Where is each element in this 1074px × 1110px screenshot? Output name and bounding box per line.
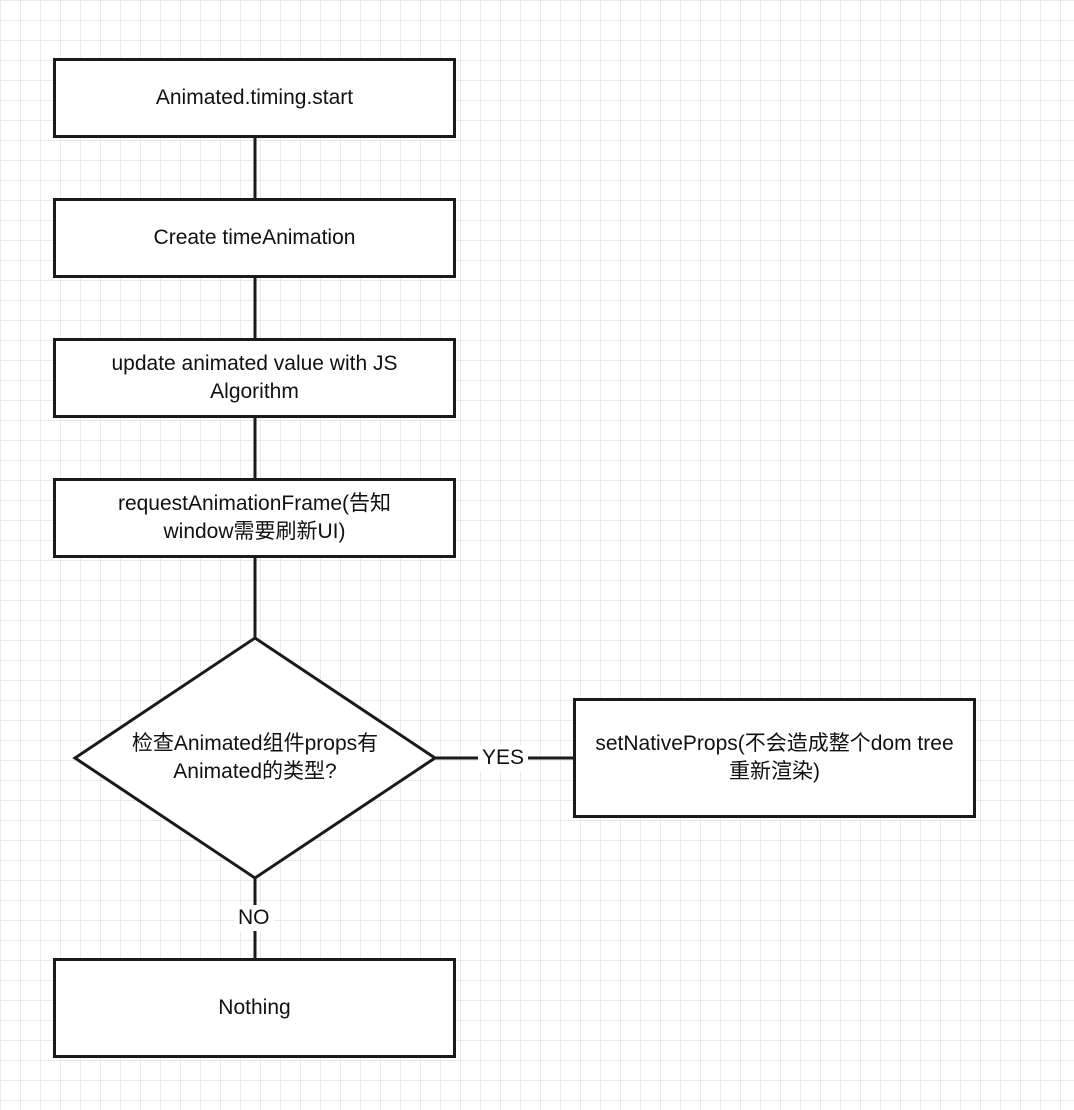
edge-label-no: NO <box>234 905 274 931</box>
node-set-native-props: setNativeProps(不会造成整个dom tree重新渲染) <box>573 698 976 818</box>
node-label: setNativeProps(不会造成整个dom tree重新渲染) <box>595 732 954 783</box>
edge-label-yes: YES <box>478 745 529 771</box>
node-label: Animated.timing.start <box>155 86 354 109</box>
node-update-animated-value: update animated value with JS Algorithm <box>53 338 456 418</box>
node-label: update animated value with JS Algorithm <box>111 352 398 403</box>
node-label: Create timeAnimation <box>153 226 356 249</box>
node-nothing: Nothing <box>53 958 456 1058</box>
decision-label: 检查Animated组件props有Animated的类型? <box>131 732 379 783</box>
node-label: Nothing <box>218 996 291 1019</box>
decision-diamond <box>72 636 438 880</box>
node-animated-timing-start: Animated.timing.start <box>53 58 456 138</box>
node-request-animation-frame: requestAnimationFrame(告知window需要刷新UI) <box>53 478 456 558</box>
node-label: requestAnimationFrame(告知window需要刷新UI) <box>117 492 392 543</box>
node-create-time-animation: Create timeAnimation <box>53 198 456 278</box>
